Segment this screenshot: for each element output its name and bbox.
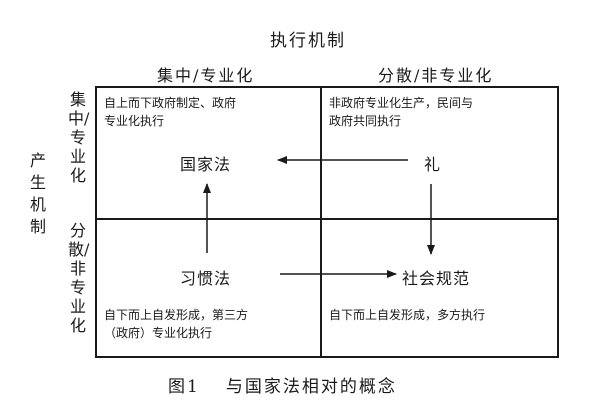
figure-number: 图1: [168, 377, 200, 397]
figure-caption: 图1 与国家法相对的概念: [168, 372, 397, 397]
cell-line: 自下而上自发形成，多方执行: [329, 308, 486, 322]
node-social-norms: 社会规范: [402, 269, 471, 288]
cell-line: 自下而上自发形成，第三方: [104, 308, 249, 322]
grid-bottom-border: [95, 356, 559, 358]
cell-top-left-description: 自上而下政府制定、政府 专业化执行: [104, 94, 236, 130]
node-li: 礼: [424, 155, 442, 174]
left-axis-title: 产生机制: [29, 151, 46, 236]
column-header-decentralized: 分散/非专业化: [378, 66, 494, 85]
node-state-law: 国家法: [180, 155, 232, 174]
top-axis-title: 执行机制: [270, 31, 346, 51]
grid-vertical-divider: [320, 86, 322, 358]
cell-bottom-right-description: 自下而上自发形成，多方执行: [329, 306, 485, 324]
cell-top-right-description: 非政府专业化生产，民间与 政府共同执行: [329, 94, 473, 130]
grid-horizontal-divider: [95, 218, 559, 220]
cell-line: 政府共同执行: [329, 114, 402, 128]
cell-line: （政府）专业化执行: [104, 326, 213, 340]
grid-top-border: [95, 86, 559, 88]
row-header-decentralized: 分散/非专业化: [68, 221, 90, 335]
cell-line: 自上而下政府制定、政府: [104, 96, 237, 110]
cell-line: 专业化执行: [104, 114, 165, 128]
grid-right-border: [557, 86, 559, 358]
node-customary-law: 习惯法: [180, 269, 232, 288]
figure-title: 与国家法相对的概念: [225, 377, 397, 397]
cell-bottom-left-description: 自下而上自发形成，第三方 （政府）专业化执行: [104, 306, 248, 342]
column-header-centralized: 集中/专业化: [157, 66, 255, 85]
cell-line: 非政府专业化生产，民间与: [329, 96, 474, 110]
grid-left-border: [95, 86, 97, 358]
row-header-centralized: 集中/专业化: [68, 90, 90, 185]
